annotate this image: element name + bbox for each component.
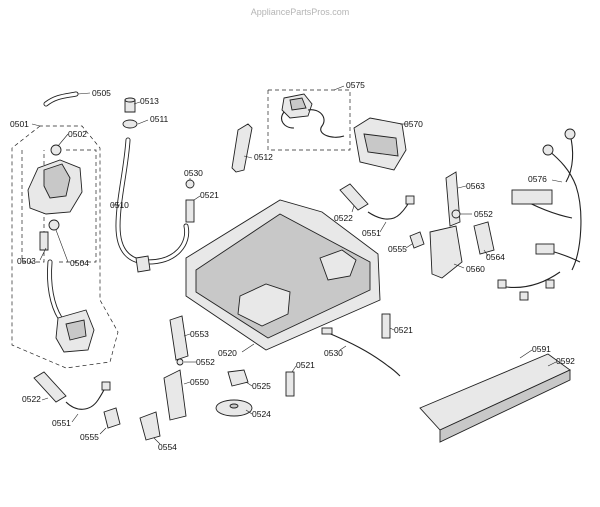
water-inlet-assembly-group	[11, 91, 119, 369]
callout-0521-bottom: 0521	[296, 360, 315, 370]
callout-0520: 0520	[218, 348, 237, 358]
disc-0524	[215, 399, 253, 417]
callout-0555-left: 0555	[80, 432, 99, 442]
part-0525	[227, 369, 253, 387]
callout-0522-right: 0522	[334, 213, 353, 223]
screw-0521-top	[185, 195, 201, 223]
callout-0563: 0563	[466, 181, 485, 191]
callout-0510: 0510	[110, 200, 129, 210]
circulation-pump-group	[267, 85, 351, 151]
bracket-0560	[429, 225, 465, 279]
callout-0551-left: 0551	[52, 418, 71, 428]
callout-0551-right: 0551	[362, 228, 381, 238]
callout-0504: 0504	[70, 258, 89, 268]
watermark: AppliancePartsPros.com	[251, 7, 350, 17]
callout-0512: 0512	[254, 152, 273, 162]
wire-harness-0576	[497, 128, 582, 301]
callout-0522-left: 0522	[22, 394, 41, 404]
callout-0530-mid: 0530	[324, 348, 343, 358]
callout-0530-top: 0530	[184, 168, 203, 178]
callout-0511: 0511	[150, 114, 169, 124]
part-0554	[139, 411, 161, 445]
callout-0550: 0550	[190, 377, 209, 387]
part-0555-left	[99, 407, 121, 435]
sensor-0522-right	[339, 183, 369, 213]
callout-0503: 0503	[17, 256, 36, 266]
sensor-0530-mid	[321, 327, 401, 377]
callout-0521-right: 0521	[394, 325, 413, 335]
part-0530-top	[185, 178, 195, 189]
wire-0551-right	[367, 195, 415, 233]
callout-0524: 0524	[252, 409, 271, 419]
bracket-0553	[169, 315, 191, 361]
callout-0560: 0560	[466, 264, 485, 274]
base-frame-0520	[185, 199, 381, 353]
sensor-0522-left	[33, 371, 67, 403]
callout-0570: 0570	[404, 119, 423, 129]
wire-0551-left	[65, 381, 111, 423]
drain-hose-assembly	[112, 97, 190, 273]
callout-0576: 0576	[528, 174, 547, 184]
callout-0552-bottom: 0552	[196, 357, 215, 367]
callout-0564: 0564	[486, 252, 505, 262]
part-0552-bottom	[176, 358, 196, 366]
screw-0521-right	[381, 313, 395, 339]
callout-0555-right: 0555	[388, 244, 407, 254]
callout-0591: 0591	[532, 344, 551, 354]
control-module-0570	[353, 117, 408, 171]
callout-0553: 0553	[190, 329, 209, 339]
callout-0502: 0502	[68, 129, 87, 139]
callout-0501: 0501	[10, 119, 29, 129]
toe-kick-panel	[419, 349, 571, 443]
bracket-0550	[163, 369, 191, 421]
screw-0521-bottom	[285, 365, 297, 397]
callout-0525: 0525	[252, 381, 271, 391]
callout-0513: 0513	[140, 96, 159, 106]
callout-0552-right: 0552	[474, 209, 493, 219]
connector-0564	[473, 221, 495, 257]
callout-0575: 0575	[346, 80, 365, 90]
part-0552-right	[451, 209, 472, 219]
part-0555-right	[405, 231, 425, 249]
bracket-0512	[231, 123, 253, 173]
callout-0505: 0505	[92, 88, 111, 98]
callout-0592: 0592	[556, 356, 575, 366]
callout-0521-top: 0521	[200, 190, 219, 200]
callout-0554: 0554	[158, 442, 177, 452]
